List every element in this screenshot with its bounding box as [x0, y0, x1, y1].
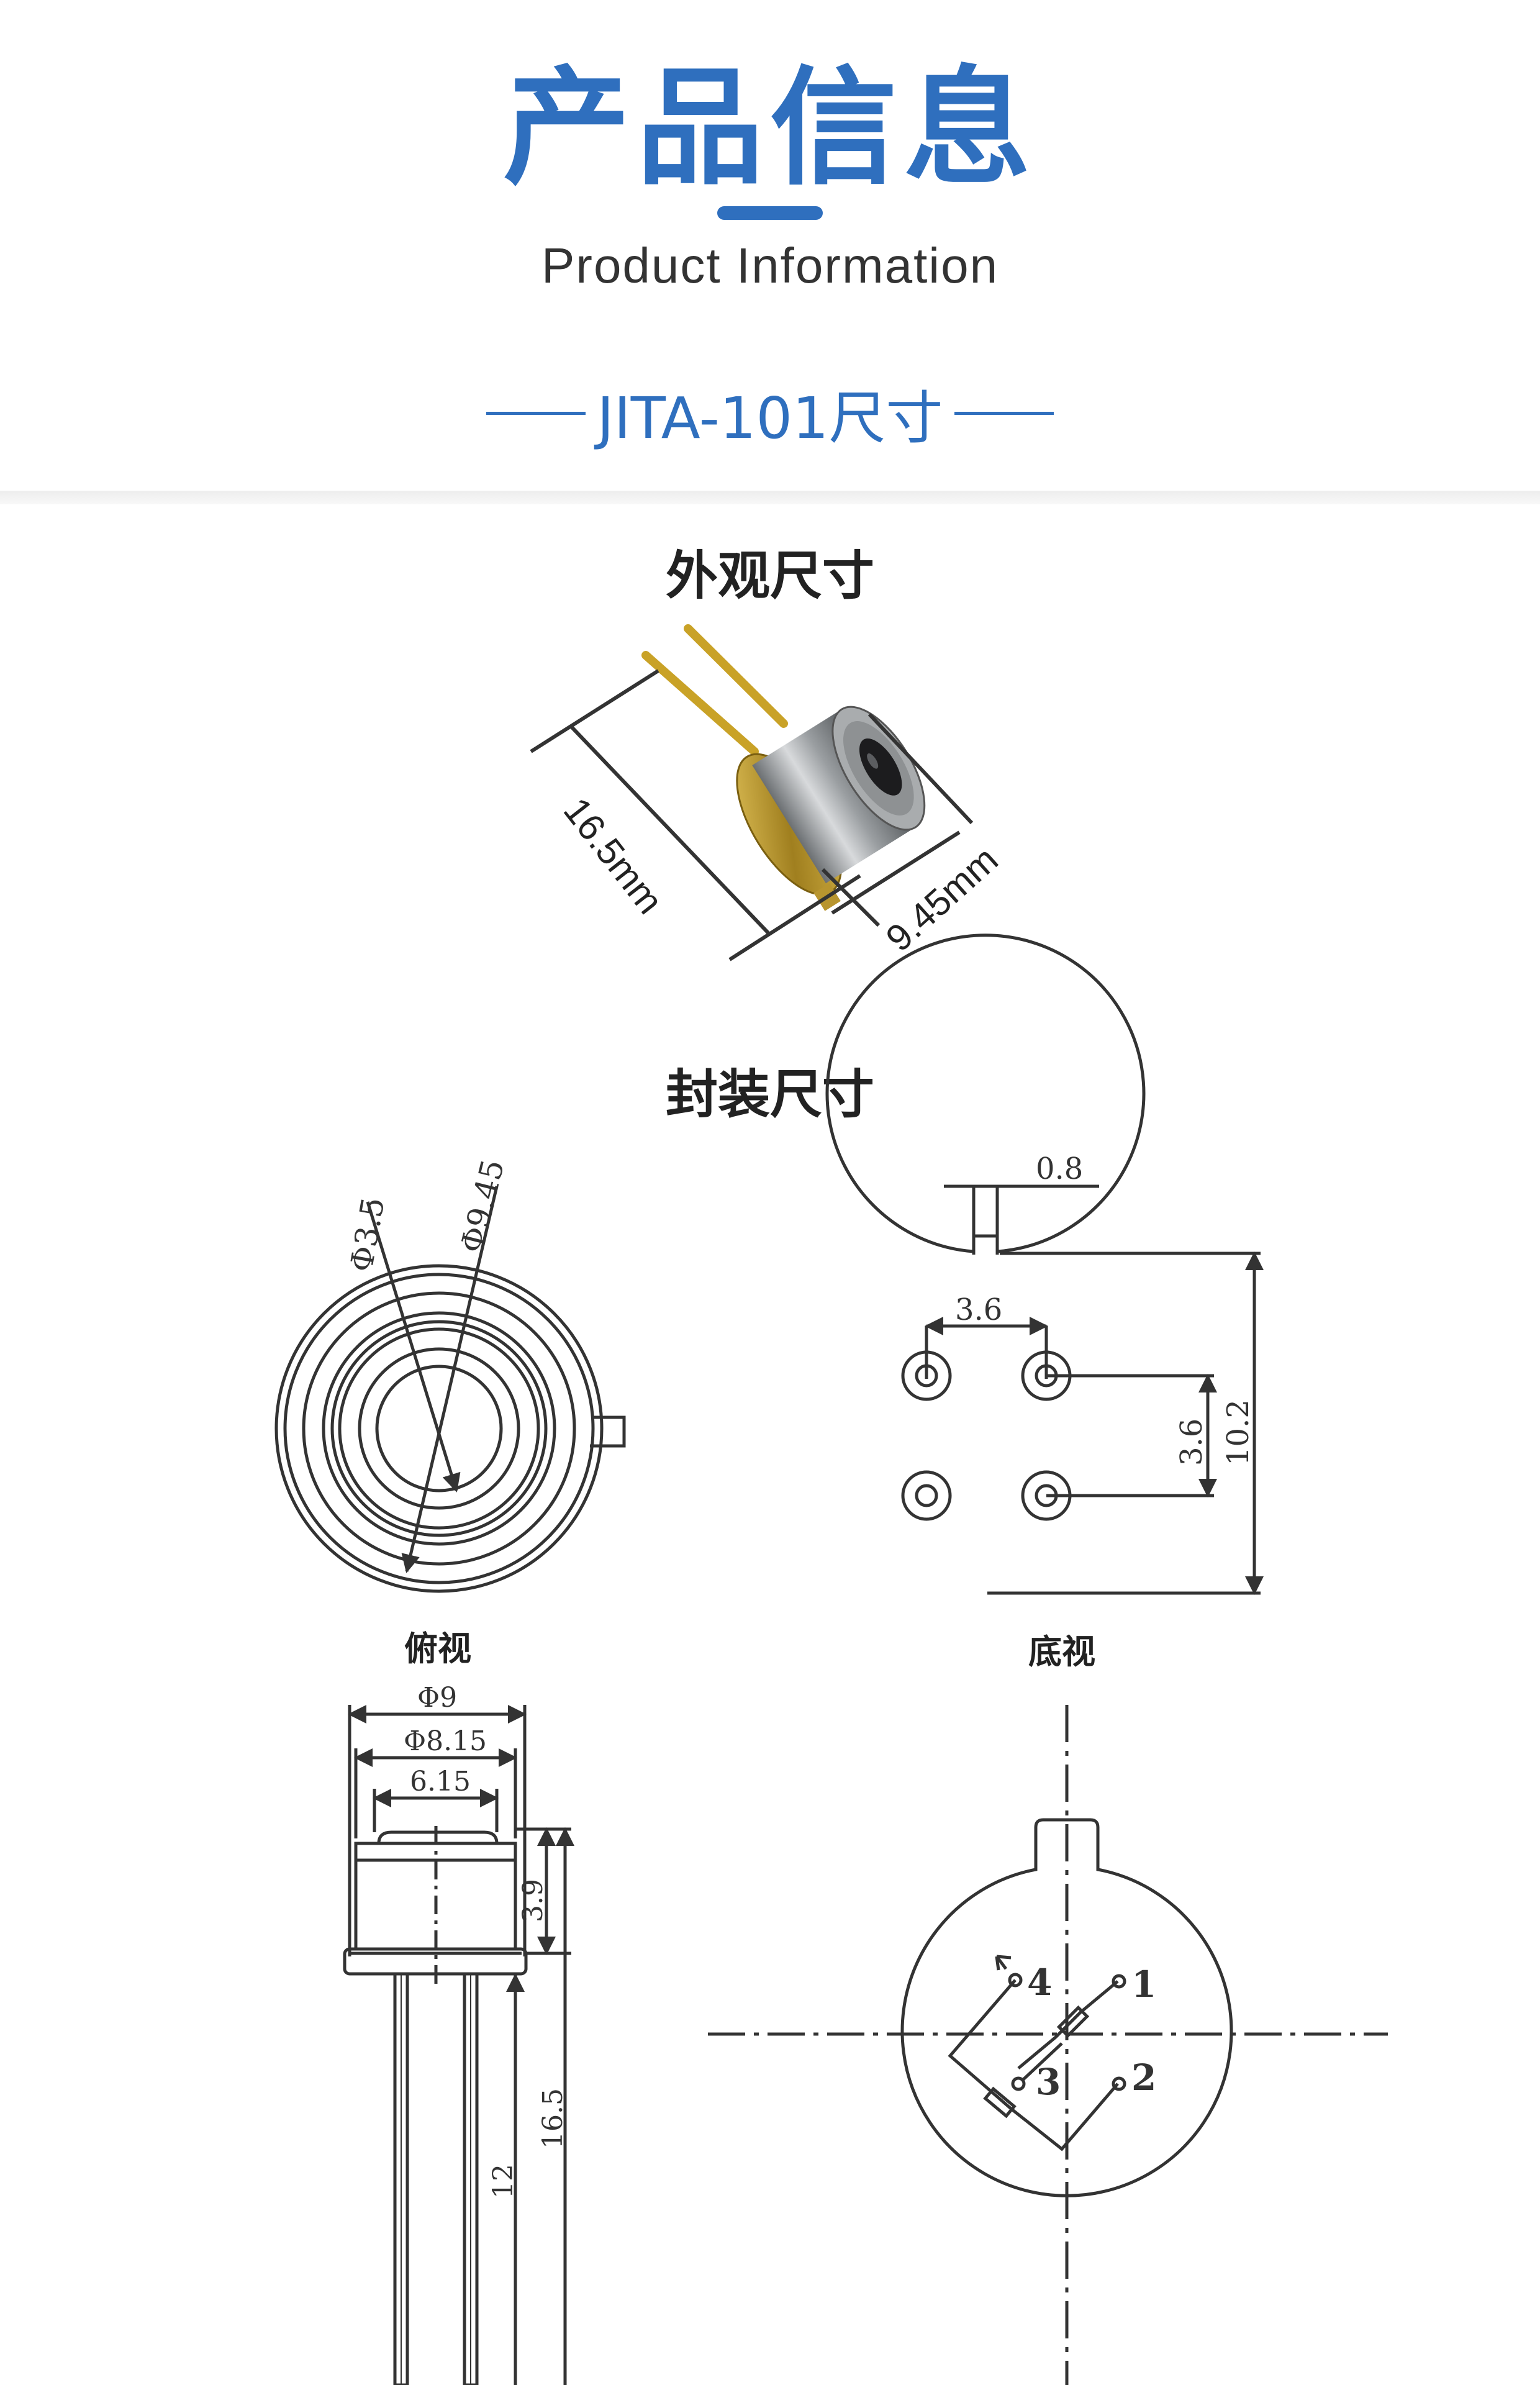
top-view-outer-ring	[274, 1264, 604, 1593]
bottom-pin-br-inner	[1035, 1484, 1058, 1507]
top-view-tab	[590, 1415, 626, 1448]
bottom-view	[825, 934, 1264, 1595]
page-subtitle: Product Information	[541, 238, 999, 293]
sensor-window	[859, 738, 902, 796]
length-ext-bottom	[728, 874, 861, 961]
model-title: JITA-101尺寸	[597, 384, 943, 452]
top-view-body-leader	[401, 1186, 499, 1573]
length-dim-line	[569, 725, 772, 937]
top-view-ring-6	[338, 1327, 540, 1530]
appearance-section-title: 外观尺寸	[665, 545, 874, 606]
diameter-ext-right	[867, 712, 974, 825]
model-heading-left-line	[486, 411, 586, 415]
pinout-pin-3	[1011, 2076, 1026, 2091]
model-heading: JITA-101尺寸	[0, 373, 1540, 453]
side-dia-flange: Φ9	[417, 1682, 457, 1714]
appearance-dimensions	[530, 669, 974, 961]
page-title: 产品信息	[503, 55, 1037, 202]
bottom-total-height: 10.2	[1221, 1399, 1256, 1466]
pinout-label-1: 1	[1131, 1963, 1156, 2006]
side-can-height: 3.9	[517, 1879, 549, 1922]
pinout-wire-resistor-1	[1017, 1980, 1119, 2069]
top-view-ring-3	[302, 1291, 576, 1566]
sensor-can	[752, 709, 916, 884]
bottom-tab-width: 0.8	[1036, 1152, 1083, 1186]
section-divider	[0, 491, 1540, 504]
bottom-pin-bl-inner	[915, 1484, 938, 1507]
side-view	[343, 1705, 574, 2385]
bottom-view-outline	[825, 934, 1146, 1253]
top-view-ring-7	[358, 1347, 520, 1510]
side-dia-can: Φ8.15	[404, 1725, 487, 1757]
top-view	[274, 1186, 626, 1593]
pinout-label-2: 2	[1131, 2056, 1156, 2099]
length-ext-top	[530, 669, 659, 753]
top-view-ring-5	[330, 1320, 548, 1537]
sensor-window-glint	[867, 753, 879, 769]
top-view-body-dia: Φ9.45	[453, 1156, 511, 1256]
top-view-label: 俯视	[404, 1629, 471, 1668]
pinout-wire-4	[948, 1979, 1017, 2110]
pinout-label-4: 4	[1027, 1961, 1052, 2004]
package-section-title: 封装尺寸	[665, 1064, 874, 1125]
pinout-view	[708, 1705, 1388, 2385]
bottom-pin-br-outer	[1021, 1470, 1072, 1521]
top-view-ring-2	[283, 1273, 595, 1584]
pinout-resistor-a	[1056, 2005, 1090, 2038]
bottom-pin-tr-outer	[1021, 1350, 1072, 1401]
title-underline	[717, 206, 823, 220]
pinout-pin-4	[1008, 1973, 1023, 1988]
bottom-pin-tr-inner	[1035, 1364, 1058, 1388]
model-heading-right-line	[954, 411, 1054, 415]
bottom-pin-spacing-h: 3.6	[955, 1292, 1002, 1327]
side-total-length: 16.5	[537, 2088, 569, 2149]
pinout-label-3: 3	[1036, 2061, 1061, 2103]
side-window-width: 6.15	[410, 1766, 471, 1797]
sensor-lead-2	[641, 651, 759, 756]
side-lead-length: 12	[487, 2164, 519, 2199]
pinout-resistor-b	[983, 2086, 1017, 2119]
header: 产品信息 Product Information JITA-101尺寸	[0, 0, 1540, 497]
diameter-dim-line	[831, 830, 961, 915]
bottom-pin-tl-outer	[901, 1350, 952, 1401]
top-view-window-dia: Φ3.5	[343, 1194, 392, 1274]
pinout-outline	[900, 1818, 1233, 2197]
pinout-arrow-4	[995, 1955, 1012, 1971]
length-label: 16.5mm	[556, 790, 671, 922]
top-view-ring-4	[322, 1311, 556, 1546]
bottom-view-label: 底视	[1028, 1632, 1095, 1671]
bottom-pin-bl-outer	[901, 1470, 952, 1521]
pinout-pin-1	[1112, 1974, 1126, 1989]
bottom-pin-spacing-v: 3.6	[1174, 1419, 1209, 1466]
top-view-window-leader	[366, 1201, 461, 1492]
side-can-cap	[377, 1830, 499, 1845]
sensor-photo	[641, 624, 926, 911]
pinout-wire-2	[1010, 2083, 1119, 2151]
pinout-pin-3-lead	[1022, 2042, 1063, 2081]
top-view-window	[375, 1365, 503, 1492]
pinout-pin-2	[1112, 2076, 1126, 2091]
bottom-pin-tl-inner	[915, 1364, 938, 1388]
sensor-lead-1	[684, 624, 788, 728]
diameter-ext-left	[821, 868, 881, 927]
